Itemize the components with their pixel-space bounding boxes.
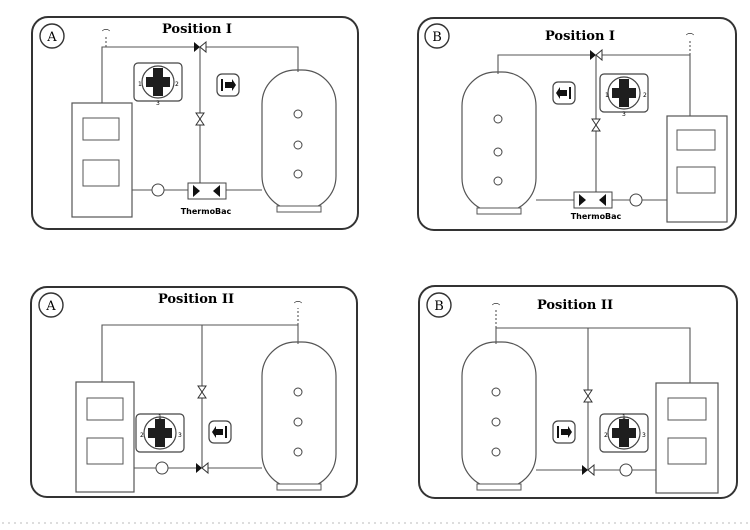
flow-direction-icon bbox=[208, 420, 232, 444]
air-vent-icon: ⌒ bbox=[102, 29, 110, 38]
valve-port-number: 1 bbox=[158, 414, 162, 421]
valve-triangle-icon bbox=[599, 194, 606, 206]
boiler-door bbox=[676, 129, 716, 151]
air-vent-icon: ⌒ bbox=[686, 33, 694, 42]
tank-base bbox=[476, 483, 522, 491]
boiler-door bbox=[667, 397, 707, 421]
valve-port-number: 1 bbox=[622, 414, 626, 421]
valve-triangle-icon bbox=[587, 463, 595, 477]
check-valve-icon bbox=[591, 124, 601, 132]
tank-port bbox=[293, 109, 303, 119]
pump-icon bbox=[619, 463, 633, 477]
valve-port-number: 3 bbox=[178, 432, 182, 439]
check-valve-icon bbox=[197, 385, 207, 393]
panel-a-position-2: A Position II ⌒ 1 2 3 bbox=[30, 286, 358, 498]
tank-base bbox=[476, 207, 522, 215]
valve-port-number: 2 bbox=[140, 432, 144, 439]
valve-port-number: 3 bbox=[622, 111, 626, 118]
check-valve-icon bbox=[195, 118, 205, 126]
valve-triangle-icon bbox=[194, 42, 200, 52]
panel-frame bbox=[30, 286, 358, 498]
boiler-ash-door bbox=[667, 437, 707, 465]
tank-port bbox=[293, 169, 303, 179]
panel-letter-badge bbox=[38, 292, 64, 318]
panel-frame bbox=[418, 285, 738, 499]
valve-triangle-icon bbox=[199, 40, 207, 54]
valve-triangle-icon bbox=[590, 50, 596, 60]
boiler-ash-door bbox=[82, 159, 120, 187]
panel-letter: B bbox=[434, 299, 444, 314]
storage-tank bbox=[261, 341, 337, 489]
tank-port bbox=[293, 447, 303, 457]
check-valve-icon bbox=[195, 112, 205, 120]
check-valve-icon bbox=[197, 391, 207, 399]
panel-letter: A bbox=[45, 299, 56, 314]
boiler-ash-door bbox=[676, 166, 716, 194]
tank-port bbox=[293, 417, 303, 427]
storage-tank bbox=[461, 341, 537, 489]
valve-label: ThermoBac bbox=[571, 212, 622, 221]
tank-port bbox=[293, 140, 303, 150]
panel-frame bbox=[417, 17, 737, 231]
pump-icon bbox=[155, 461, 169, 475]
boiler-door bbox=[86, 397, 124, 421]
check-valve-icon bbox=[583, 389, 593, 397]
valve-port-number: 2 bbox=[643, 92, 647, 99]
tank-port bbox=[493, 147, 503, 157]
boiler-door bbox=[82, 117, 120, 141]
panel-a-position-1: A Position I ⌒ 1 2 3 ThermoBac bbox=[31, 16, 359, 230]
panel-letter: A bbox=[46, 30, 57, 45]
valve-port-number: 1 bbox=[138, 81, 142, 88]
storage-tank bbox=[261, 69, 337, 211]
flow-direction-icon bbox=[552, 420, 576, 444]
valve-triangle-icon bbox=[595, 48, 603, 62]
panel-letter-badge bbox=[426, 292, 452, 318]
panel-title: Position II bbox=[158, 292, 234, 307]
panel-title: Position I bbox=[162, 22, 232, 37]
air-vent-icon: ⌒ bbox=[294, 301, 302, 310]
tank-base bbox=[276, 205, 322, 213]
valve-port-number: 2 bbox=[604, 432, 608, 439]
panel-b-position-2: B Position II ⌒ 1 2 3 bbox=[418, 285, 738, 499]
air-vent-icon: ⌒ bbox=[492, 303, 500, 312]
valve-triangle-icon bbox=[582, 465, 588, 475]
valve-label: ThermoBac bbox=[181, 207, 232, 216]
valve-triangle-icon bbox=[201, 461, 209, 475]
flow-direction-icon bbox=[216, 73, 240, 97]
tank-port bbox=[491, 447, 501, 457]
thermobac-valve bbox=[187, 182, 227, 200]
panel-letter: B bbox=[432, 30, 442, 45]
pump-icon bbox=[151, 183, 165, 197]
tank-port bbox=[493, 176, 503, 186]
panel-letter-badge bbox=[424, 23, 450, 49]
check-valve-icon bbox=[591, 118, 601, 126]
tank-port bbox=[491, 417, 501, 427]
check-valve-icon bbox=[583, 395, 593, 403]
flow-direction-icon bbox=[552, 81, 576, 105]
tank-base bbox=[276, 483, 322, 491]
valve-port-number: 3 bbox=[642, 432, 646, 439]
boiler bbox=[75, 381, 135, 493]
panel-b-position-1: B Position I ⌒ 1 2 3 ThermoBac bbox=[417, 17, 737, 231]
valve-port-number: 1 bbox=[605, 92, 609, 99]
valve-port-number: 2 bbox=[175, 81, 179, 88]
tank-port bbox=[493, 114, 503, 124]
panel-title: Position I bbox=[545, 29, 615, 44]
pump-icon bbox=[629, 193, 643, 207]
tank-port bbox=[293, 387, 303, 397]
storage-tank bbox=[461, 71, 537, 213]
panel-title: Position II bbox=[537, 298, 613, 313]
valve-port-number: 3 bbox=[156, 100, 160, 107]
thermobac-valve bbox=[573, 191, 613, 209]
valve-triangle-icon bbox=[579, 194, 586, 206]
tank-port bbox=[491, 387, 501, 397]
panel-frame bbox=[31, 16, 359, 230]
valve-triangle-icon bbox=[196, 463, 202, 473]
valve-triangle-icon bbox=[213, 185, 220, 197]
boiler-ash-door bbox=[86, 437, 124, 465]
panel-letter-badge bbox=[39, 23, 65, 49]
valve-triangle-icon bbox=[193, 185, 200, 197]
